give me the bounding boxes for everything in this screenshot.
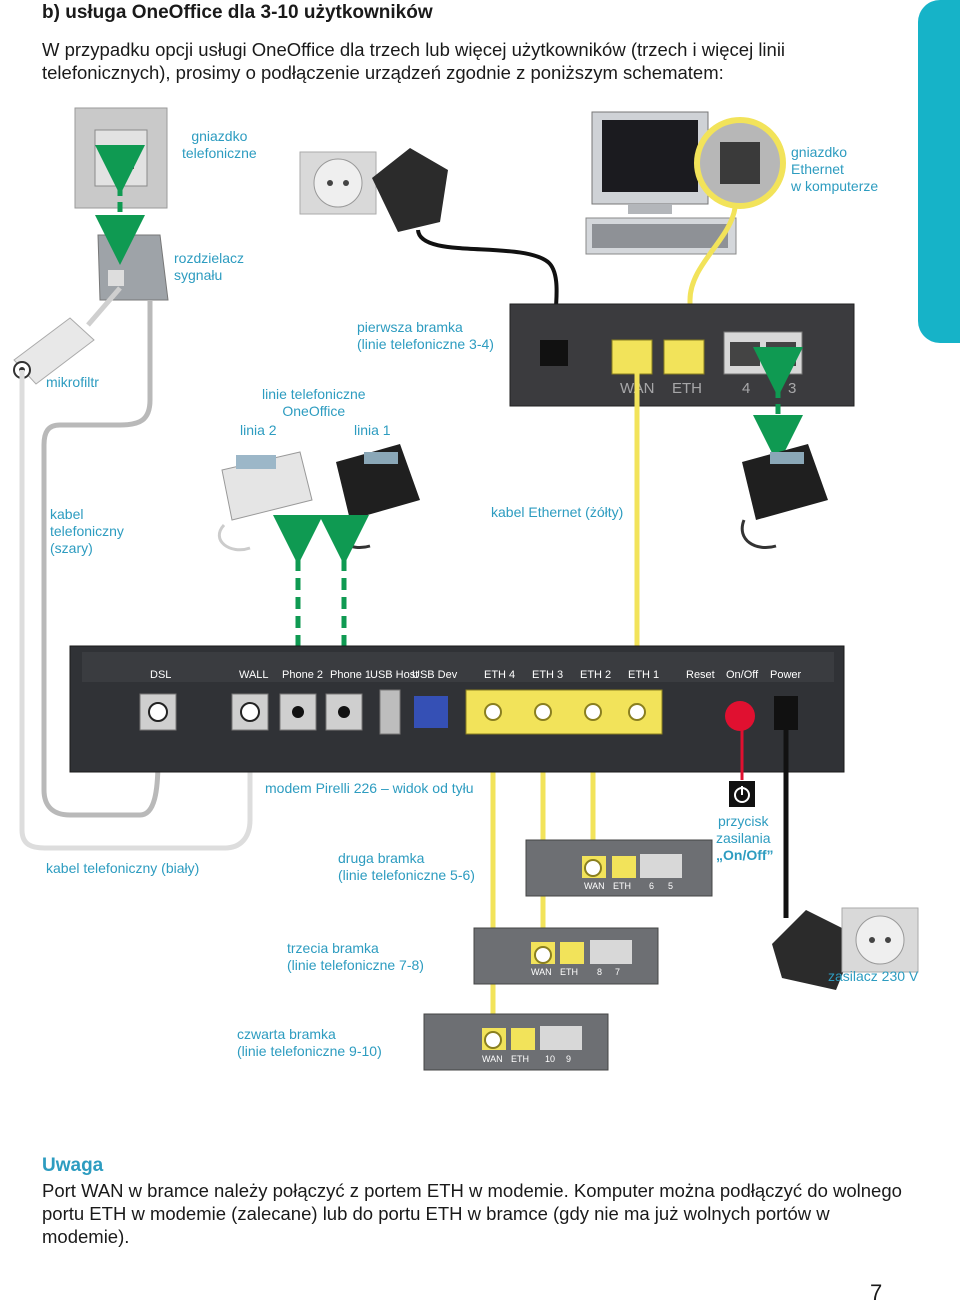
modem-port-label: Power bbox=[770, 669, 802, 681]
modem-port-label: DSL bbox=[150, 669, 171, 681]
gw1-port-3: 3 bbox=[788, 380, 796, 397]
page-number: 7 bbox=[870, 1280, 883, 1305]
gw1-port-eth: ETH bbox=[672, 380, 702, 397]
signal-splitter-image bbox=[97, 234, 169, 301]
label-fourth-gateway: czwarta bramka (linie telefoniczne 9-10) bbox=[237, 1026, 382, 1059]
desk-phone-black-right-image bbox=[740, 444, 828, 549]
section-heading: b) usługa OneOffice dla 3-10 użytkownikó… bbox=[42, 2, 433, 23]
label-phone-socket: gniazdko telefoniczne bbox=[182, 128, 257, 161]
gw4-port-9: 9 bbox=[566, 1054, 571, 1064]
warning-title: Uwaga bbox=[42, 1155, 104, 1176]
gw2-port-wan: WAN bbox=[584, 881, 605, 891]
gw1-port-4: 4 bbox=[742, 380, 750, 397]
power-icon bbox=[729, 781, 755, 807]
gw2-port-eth: ETH bbox=[613, 881, 631, 891]
modem-port-label: ETH 4 bbox=[484, 669, 515, 681]
gw2-port-5: 5 bbox=[668, 881, 673, 891]
desk-phone-black-image bbox=[334, 444, 420, 549]
modem-port-label: USB Host bbox=[370, 669, 418, 681]
label-grey-cable: kabel telefoniczny (szary) bbox=[50, 506, 124, 556]
label-power-button: przycisk zasilania bbox=[716, 813, 771, 846]
second-gateway-image: WAN ETH 6 5 bbox=[525, 839, 713, 897]
label-first-gateway: pierwsza bramka (linie telefoniczne 3-4) bbox=[357, 319, 494, 352]
label-splitter: rozdzielacz sygnału bbox=[174, 250, 245, 283]
third-gateway-image: WAN ETH 8 7 bbox=[473, 927, 659, 985]
intro-paragraph: W przypadku opcji usługi OneOffice dla t… bbox=[42, 39, 786, 83]
label-microfilter: mikrofiltr bbox=[46, 374, 99, 390]
power-outlet-image bbox=[299, 151, 377, 215]
label-line-1: linia 1 bbox=[354, 422, 391, 438]
desk-phone-white-image bbox=[217, 451, 313, 552]
label-white-cable: kabel telefoniczny (biały) bbox=[46, 860, 200, 876]
label-second-gateway: druga bramka (linie telefoniczne 5-6) bbox=[338, 850, 475, 883]
modem-port-label: ETH 2 bbox=[580, 669, 611, 681]
modem-port-label: ETH 3 bbox=[532, 669, 563, 681]
gw3-port-7: 7 bbox=[615, 967, 620, 977]
label-ethernet-cable: kabel Ethernet (żółty) bbox=[491, 504, 624, 520]
ethernet-socket-image bbox=[694, 117, 786, 209]
modem-port-label: ETH 1 bbox=[628, 669, 659, 681]
gw3-port-8: 8 bbox=[597, 967, 602, 977]
gw3-port-eth: ETH bbox=[560, 967, 578, 977]
label-power-supply: zasilacz 230 V bbox=[828, 968, 919, 984]
fourth-gateway-image: WAN ETH 10 9 bbox=[423, 1013, 609, 1071]
power-adapter-image bbox=[372, 148, 448, 232]
warning-text: Port WAN w bramce należy połączyć z port… bbox=[42, 1180, 902, 1247]
section-tab bbox=[918, 0, 960, 343]
modem-port-label: USB Dev bbox=[412, 669, 458, 681]
gw3-port-wan: WAN bbox=[531, 967, 552, 977]
label-third-gateway: trzecia bramka (linie telefoniczne 7-8) bbox=[287, 940, 424, 973]
gw4-port-10: 10 bbox=[545, 1054, 555, 1064]
label-ethernet-socket: gniazdko Ethernet w komputerze bbox=[791, 144, 879, 194]
modem-port-label: Phone 2 bbox=[282, 669, 323, 681]
modem-port-label: Phone 1 bbox=[330, 669, 371, 681]
power-supply-image bbox=[772, 907, 919, 990]
label-modem-back: modem Pirelli 226 – widok od tyłu bbox=[265, 780, 474, 796]
modem-port-label: On/Off bbox=[726, 669, 759, 681]
label-power-button-name: „On/Off” bbox=[716, 847, 774, 863]
computer-image bbox=[585, 111, 737, 255]
modem-port-label: Reset bbox=[686, 669, 715, 681]
label-line-2: linia 2 bbox=[240, 422, 277, 438]
label-phone-lines: linie telefoniczne OneOffice bbox=[262, 386, 366, 419]
modem-port-label: WALL bbox=[239, 669, 269, 681]
gw4-port-wan: WAN bbox=[482, 1054, 503, 1064]
first-gateway-image: WAN ETH 4 3 bbox=[509, 303, 855, 407]
gw4-port-eth: ETH bbox=[511, 1054, 529, 1064]
gw2-port-6: 6 bbox=[649, 881, 654, 891]
